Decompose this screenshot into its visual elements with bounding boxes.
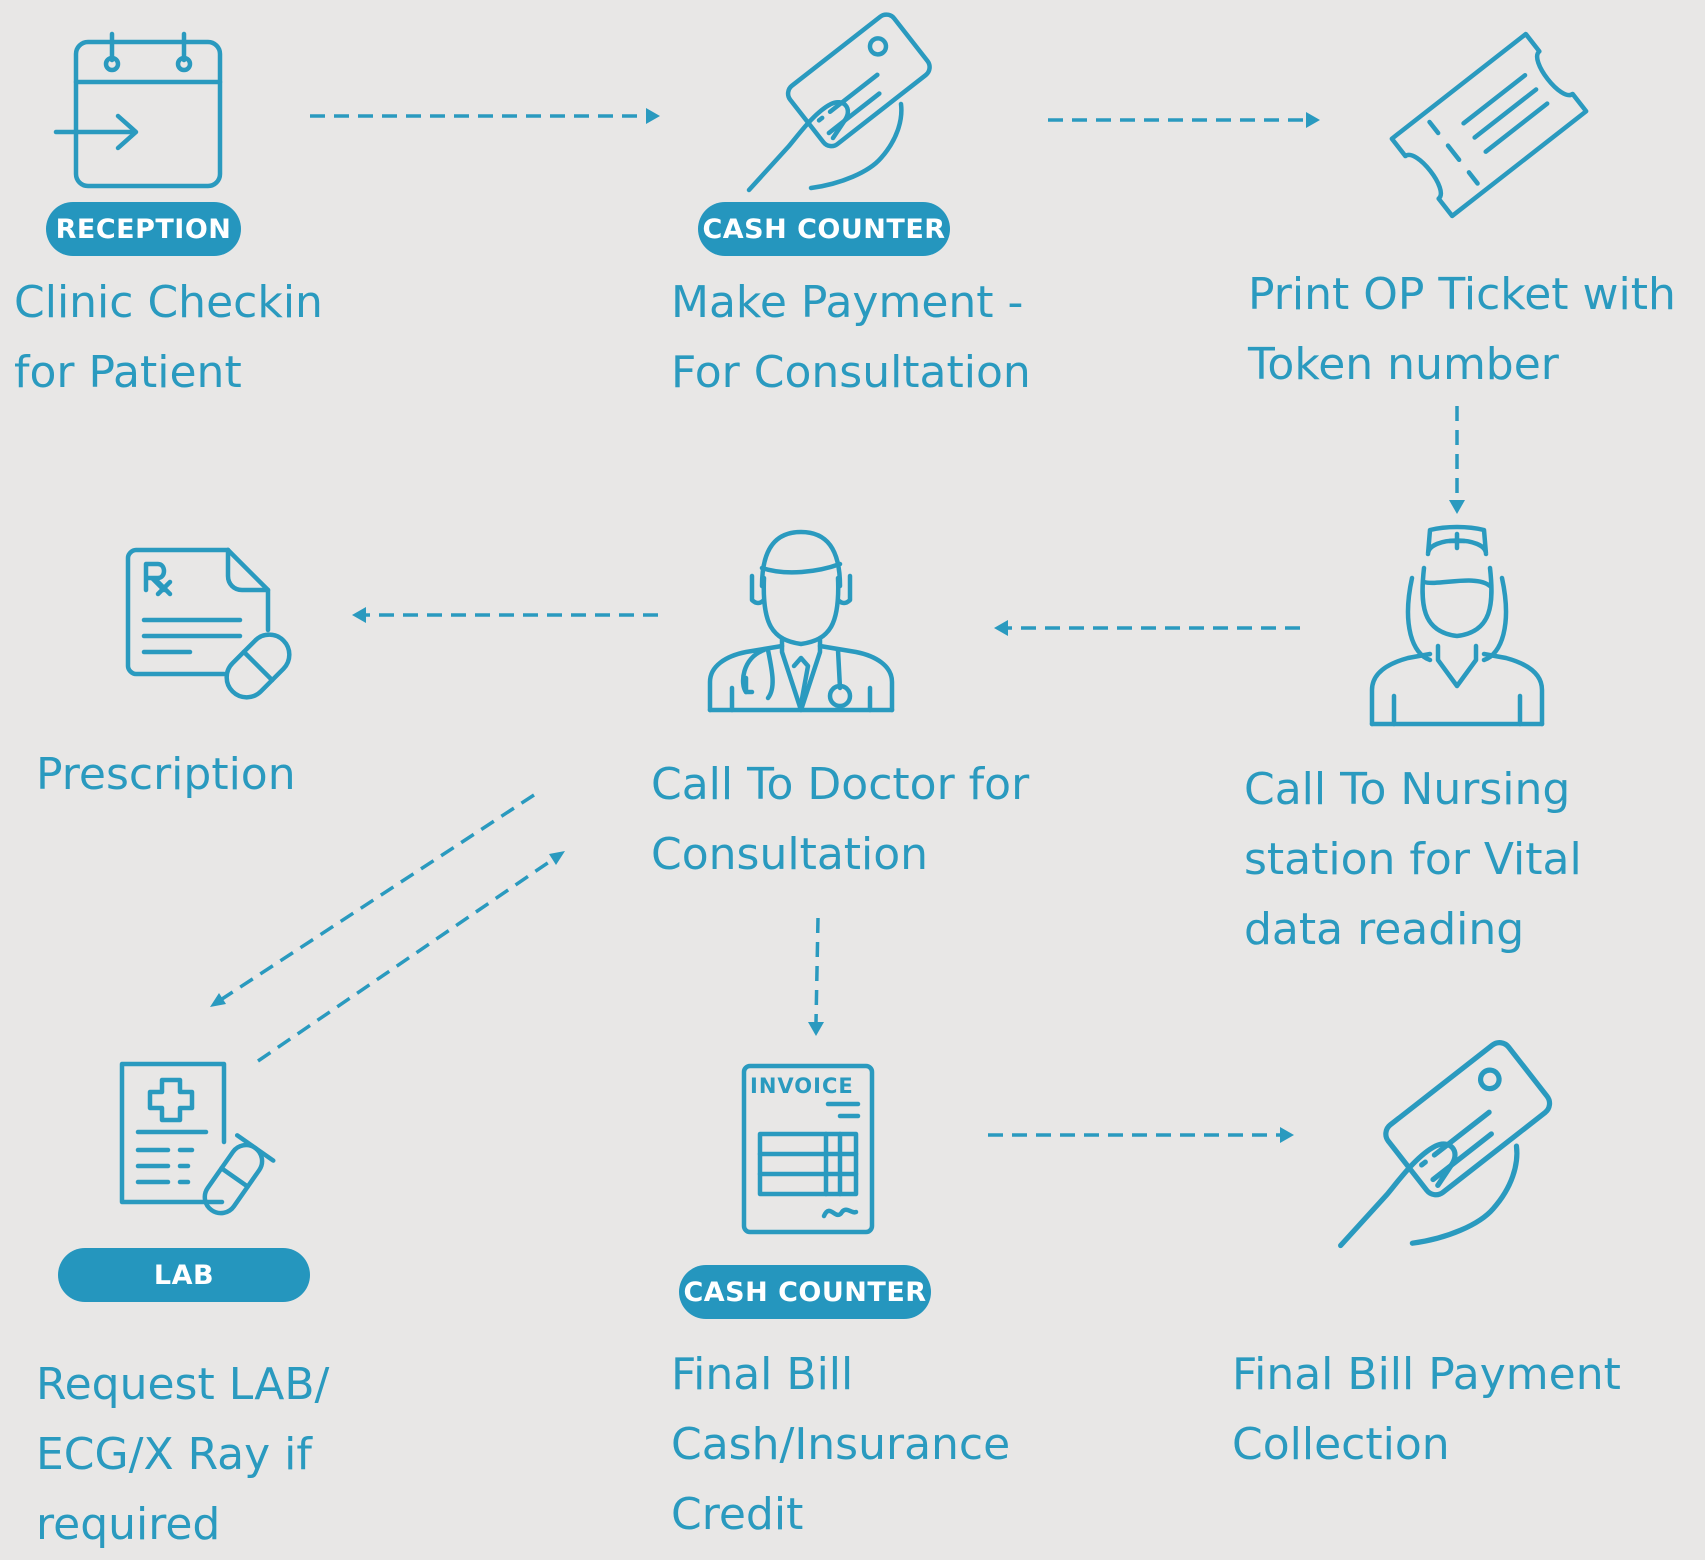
label-final-bill-payment: Final Bill Payment Collection <box>1232 1340 1621 1480</box>
label-line: Final Bill Payment <box>1232 1349 1621 1400</box>
label-line: Collection <box>1232 1419 1450 1470</box>
label-line: Prescription <box>36 749 296 800</box>
arrow-doctor-to-prescription <box>352 607 658 623</box>
label-line: Call To Doctor for <box>651 759 1030 810</box>
label-line: ECG/X Ray if <box>36 1429 312 1480</box>
badge-cash-counter-final: CASH COUNTER <box>679 1265 931 1319</box>
label-line: Token number <box>1248 339 1559 390</box>
label-line: station for Vital <box>1244 834 1582 885</box>
card-payment-icon <box>745 8 932 193</box>
badge-cash-counter: CASH COUNTER <box>698 202 950 256</box>
arrow-final-bill-to-payment <box>988 1127 1294 1143</box>
arrow-reception-to-payment <box>310 108 660 124</box>
label-final-bill: Final Bill Cash/Insurance Credit <box>671 1340 1010 1550</box>
lab-report-icon <box>118 1060 276 1230</box>
card-payment-icon <box>1336 1032 1553 1252</box>
label-line: Cash/Insurance <box>671 1419 1011 1470</box>
invoice-icon: INVOICE <box>740 1062 878 1236</box>
badge-lab: LAB <box>58 1248 310 1302</box>
label-line: Print OP Ticket with <box>1248 269 1676 320</box>
label-line: data reading <box>1244 904 1525 955</box>
label-line: Make Payment - <box>671 277 1024 328</box>
prescription-icon <box>124 546 302 708</box>
label-call-to-nursing: Call To Nursing station for Vital data r… <box>1244 755 1582 965</box>
label-line: required <box>36 1499 221 1550</box>
invoice-title: INVOICE <box>750 1074 854 1098</box>
label-line: Final Bill <box>671 1349 854 1400</box>
label-make-payment: Make Payment - For Consultation <box>671 268 1031 408</box>
doctor-icon <box>706 528 896 713</box>
ticket-icon <box>1389 31 1589 219</box>
label-line: Credit <box>671 1489 804 1540</box>
label-line: For Consultation <box>671 347 1031 398</box>
arrow-payment-to-ticket <box>1048 112 1320 128</box>
badge-reception: RECEPTION <box>46 202 241 256</box>
arrow-doctor-to-final-bill <box>808 917 824 1036</box>
label-line: Clinic Checkin <box>14 277 323 328</box>
label-line: Request LAB/ <box>36 1359 330 1410</box>
nurse-icon <box>1368 524 1546 727</box>
calendar-checkin-icon <box>50 30 230 190</box>
arrow-ticket-to-nursing <box>1449 406 1465 514</box>
arrow-nursing-to-doctor <box>994 620 1300 636</box>
label-line: for Patient <box>14 347 242 398</box>
label-print-op-ticket: Print OP Ticket with Token number <box>1248 260 1676 400</box>
arrow-doctor-to-lab <box>210 793 535 1007</box>
label-clinic-checkin: Clinic Checkin for Patient <box>14 268 323 408</box>
label-request-lab: Request LAB/ ECG/X Ray if required <box>36 1350 329 1560</box>
label-prescription: Prescription <box>36 740 296 810</box>
arrow-lab-to-doctor <box>257 851 565 1063</box>
label-line: Call To Nursing <box>1244 764 1571 815</box>
label-line: Consultation <box>651 829 929 880</box>
label-call-to-doctor: Call To Doctor for Consultation <box>651 750 1029 890</box>
